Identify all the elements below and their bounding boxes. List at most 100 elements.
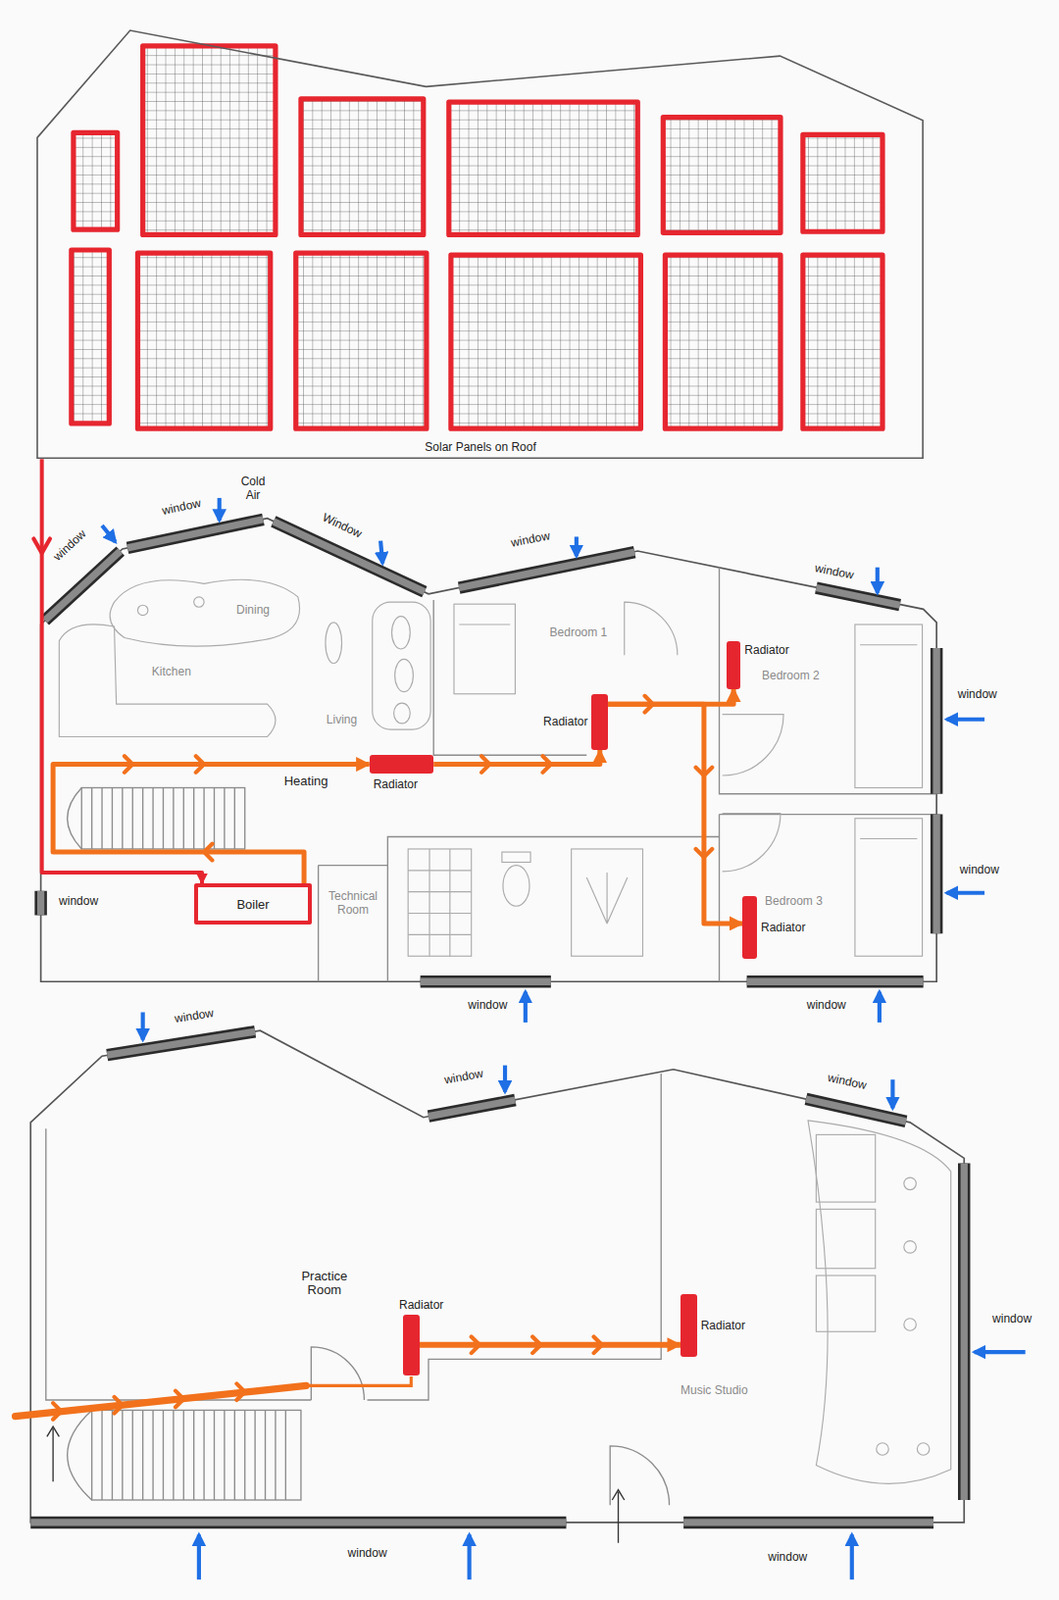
- room-label-holder: Dining: [236, 603, 270, 617]
- roof-caption: Solar Panels on Roof: [424, 440, 536, 454]
- cold-air-arrow: [380, 541, 383, 564]
- edge-label: Heating: [284, 773, 329, 789]
- door-swing: [310, 1347, 364, 1401]
- plan-label-holder: window: [509, 528, 552, 550]
- plan-label: window: [509, 528, 552, 550]
- bathtub: [571, 849, 644, 957]
- radiator-label: Radiator: [701, 1318, 746, 1333]
- radiator-bar: Radiator: [726, 641, 742, 690]
- plan-label-holder: window: [160, 496, 202, 518]
- radiator-label: Radiator: [373, 777, 418, 792]
- plan-label: window: [767, 1550, 807, 1564]
- room-name: Bedroom 3: [764, 894, 823, 908]
- plan-label-holder: window: [992, 1311, 1032, 1326]
- heating-pipe: [419, 1342, 681, 1349]
- stair-treads: [67, 788, 236, 850]
- radiator-label-holder: Radiator: [399, 1298, 444, 1312]
- plan-label-holder: Cold Air: [233, 474, 273, 503]
- radiator-label-holder: Radiator: [543, 714, 588, 729]
- cold-air-arrow: [503, 1065, 507, 1093]
- studio-stool: [916, 1443, 929, 1456]
- plan-label: Cold Air: [241, 474, 266, 503]
- studio-stool: [904, 1241, 916, 1254]
- solar-panel: [137, 252, 270, 429]
- solar-panel: [449, 101, 638, 235]
- plan-label-holder: window: [467, 998, 507, 1012]
- stair-treads: [67, 1410, 287, 1501]
- node-text-holder: Boiler: [198, 887, 309, 921]
- plan-label-holder: window: [443, 1066, 485, 1088]
- solar-panel: [662, 117, 781, 234]
- heating-flow-marks: [15, 539, 713, 1420]
- room-label-holder: Bedroom 1: [550, 625, 608, 640]
- roof-outline-shape: [37, 28, 923, 459]
- bed: [855, 818, 923, 958]
- sofa-cushion: [395, 658, 414, 692]
- solar-panel: [71, 250, 109, 424]
- solar-panel: [143, 46, 276, 236]
- room-label-holder: Technical Room: [323, 889, 383, 917]
- plan-label-holder: window: [958, 687, 998, 702]
- dining-chair: [194, 597, 204, 607]
- radiator-label: Radiator: [760, 920, 806, 935]
- studio-stool: [904, 1318, 916, 1331]
- heating-pipe: [607, 704, 743, 924]
- plan-label: window: [58, 894, 99, 908]
- plan-label: Window: [319, 510, 364, 542]
- cold-air-arrow: [574, 536, 579, 556]
- plan-label: window: [160, 496, 202, 518]
- plan-label-holder: Window: [319, 510, 364, 542]
- plan-label: window: [826, 1070, 868, 1093]
- solar-panels: [71, 46, 883, 429]
- radiator-label: Radiator: [399, 1298, 444, 1312]
- plan-label: window: [348, 1546, 388, 1561]
- toilet: [503, 865, 530, 908]
- studio-equipment: [815, 1134, 875, 1203]
- room-name: Music Studio: [680, 1383, 749, 1398]
- door-swing: [722, 813, 781, 872]
- heating-pipe: [433, 750, 601, 765]
- plan-label-holder: window: [959, 862, 1000, 877]
- boiler-box: Boiler: [194, 883, 313, 925]
- radiator-label-holder: Radiator: [701, 1318, 746, 1333]
- plan-label-holder: window: [348, 1546, 388, 1561]
- kitchen-counter: [58, 624, 276, 738]
- interior-wall: [46, 1073, 661, 1401]
- cold-air-arrow: [217, 498, 222, 521]
- bed-pillow: [458, 623, 510, 625]
- plan-label-holder: window: [50, 526, 89, 564]
- toilet-tank: [502, 852, 531, 862]
- studio-stool: [876, 1443, 889, 1456]
- cold-air-arrow: [197, 1534, 202, 1580]
- solar-panel: [803, 254, 883, 429]
- bed-pillow: [859, 838, 917, 840]
- flow-chevron: [52, 696, 712, 1420]
- radiator-label: Radiator: [744, 643, 789, 657]
- room-label-holder: Bedroom 2: [761, 668, 820, 683]
- window-frame: [30, 519, 964, 1523]
- radiator-bar: Radiator: [591, 694, 608, 751]
- interior-wall: [318, 567, 938, 983]
- cold-air-arrow: [523, 992, 528, 1023]
- cold-air-arrow: [467, 1534, 472, 1580]
- room-name: Bedroom 1: [550, 625, 608, 640]
- radiator-bar: Radiator: [369, 755, 435, 774]
- radiator-label-holder: Radiator: [760, 920, 806, 935]
- radiator-label-holder: Radiator: [373, 777, 418, 792]
- plan-label: window: [443, 1066, 485, 1088]
- studio-furniture: [807, 1120, 952, 1485]
- radiator-label-holder: Radiator: [744, 643, 789, 657]
- plan-label: window: [467, 998, 507, 1012]
- cold-air-arrow: [890, 1079, 895, 1109]
- entrance-arrow: [611, 1490, 624, 1544]
- cold-air-arrow: [974, 1350, 1026, 1355]
- window-glass: [30, 519, 964, 1523]
- sofa-cushion: [394, 703, 411, 724]
- cold-air-arrow: [947, 891, 985, 896]
- room-name: Kitchen: [151, 664, 192, 679]
- radiator-bar: Radiator: [680, 1294, 698, 1359]
- plan-label-holder: window: [767, 1550, 807, 1564]
- door-swing: [722, 714, 784, 776]
- door-swing: [624, 602, 678, 656]
